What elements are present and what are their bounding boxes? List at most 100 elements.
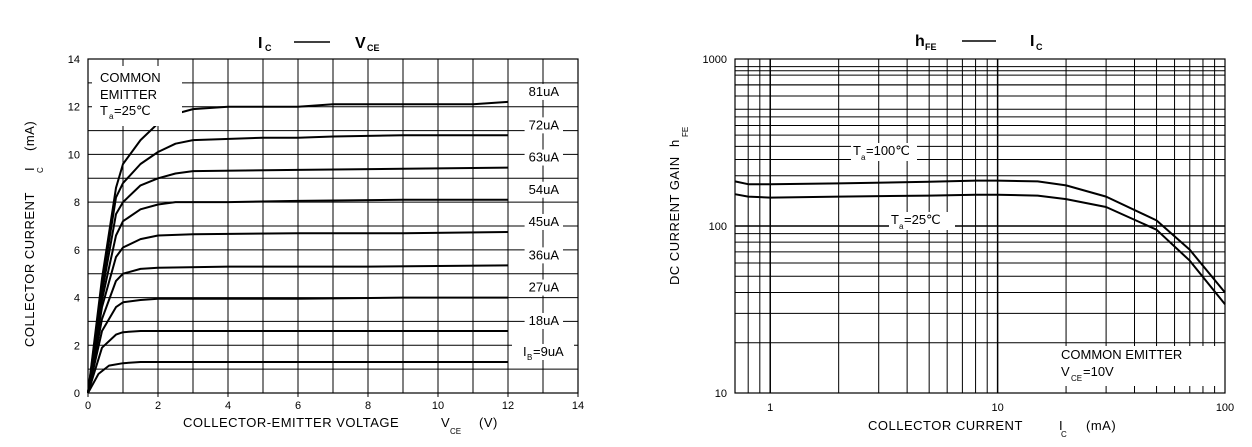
ic-vce-title-right: V — [355, 35, 366, 52]
ic-vce-x-tick-label: 4 — [225, 400, 231, 412]
hfe-ic-title-right-sub: C — [1036, 42, 1043, 52]
ic-vce-series-36uA — [87, 264, 509, 394]
ic-vce-y-tick-label: 4 — [74, 293, 80, 305]
ic-vce-series-18uA — [87, 330, 508, 394]
hfe-ic-series-label: =25℃ — [904, 212, 941, 227]
ic-vce-annotation-bg — [92, 66, 182, 126]
hfe-ic-annotation-line1: COMMON EMITTER — [1061, 347, 1182, 362]
hfe-ic-plot-frame — [734, 58, 1226, 394]
ic-vce-xlabel-unit: (V) — [479, 415, 498, 430]
hfe-ic-x-ticks: 1 10 100 — [767, 402, 1234, 414]
hfe-ic-xlabel-unit: (mA) — [1086, 418, 1116, 433]
hfe-ic-xlabel: COLLECTOR CURRENT — [868, 418, 1023, 433]
ic-vce-series-label: 27uA — [529, 280, 560, 295]
ic-vce-y-tick-label: 6 — [74, 245, 80, 257]
ic-vce-series-63uA — [87, 166, 509, 394]
ic-vce-series-label-bg — [524, 312, 563, 329]
ic-vce-annotation-line3-sym: T — [100, 103, 108, 118]
ic-vce-series-label-bg — [524, 213, 563, 230]
ic-vce-series-label: 45uA — [529, 214, 560, 229]
hfe-ic-series-label-bg — [851, 143, 917, 161]
hfe-ic-series-label-sym: T — [891, 212, 899, 227]
ic-vce-series-label: 18uA — [529, 313, 560, 328]
hfe-ic-series-label-sub: a — [861, 153, 866, 162]
ic-vce-annotation-line1: COMMON — [100, 70, 161, 85]
hfe-ic-title-left: h — [915, 33, 925, 50]
ic-vce-annotation-line2: EMITTER — [100, 87, 157, 102]
hfe-ic-series-1 — [734, 193, 1226, 305]
hfe-ic-series-label-bg — [889, 212, 955, 230]
ic-vce-series-54uA — [87, 198, 508, 394]
ic-vce-x-tick-label: 10 — [432, 400, 444, 412]
hfe-ic-y-tick-label: 1000 — [703, 54, 727, 66]
ic-vce-series-81uA — [87, 100, 509, 394]
ic-vce-y-tick-label: 14 — [68, 54, 80, 66]
ic-vce-y-tick-label: 2 — [74, 340, 80, 352]
ic-vce-x-tick-label: 12 — [502, 400, 514, 412]
ic-vce-series-label-bg — [524, 181, 563, 198]
hfe-ic-annotation-line2-rest: =10V — [1083, 364, 1114, 379]
ic-vce-y-tick-label: 12 — [68, 102, 80, 114]
hfe-ic-y-ticks: 10 100 1000 — [703, 54, 727, 400]
ic-vce-series-label-bg — [524, 117, 563, 134]
ic-vce-xlabel-sym: V — [441, 415, 450, 430]
hfe-ic-y-tick-label: 10 — [715, 388, 727, 400]
ic-vce-x-tick-label: 0 — [85, 400, 91, 412]
ic-vce-plot-frame — [87, 58, 579, 394]
ic-vce-x-tick-label: 2 — [155, 400, 161, 412]
hfe-ic-series-0 — [734, 179, 1226, 294]
ic-vce-series-72uA — [87, 134, 508, 394]
ic-vce-series-27uA — [87, 296, 508, 394]
ic-vce-series-label-sym: I — [523, 344, 527, 359]
ic-vce-series-label-bg — [524, 279, 563, 296]
hfe-ic-x-tick-label: 100 — [1216, 402, 1234, 414]
ic-vce-xlabel: COLLECTOR-EMITTER VOLTAGE — [183, 415, 399, 430]
hfe-ic-ylabel-sym: h — [667, 139, 682, 147]
ic-vce-ylabel: COLLECTOR CURRENT — [22, 192, 37, 347]
ic-vce-annotation-line3-sub: a — [109, 112, 114, 121]
hfe-ic-xlabel-sym: I — [1059, 418, 1063, 433]
hfe-ic-y-tick-label: 100 — [709, 221, 727, 233]
hfe-ic-annotation-bg — [1056, 346, 1216, 386]
hfe-ic-series-label: =100℃ — [866, 143, 910, 158]
ic-vce-xlabel-sub: CE — [450, 427, 461, 436]
ic-vce-chart: 0 2 4 6 8 10 12 14 0 2 4 6 8 10 12 14 81uA 72uA 63uA 54uA… — [22, 35, 584, 436]
ic-vce-x-tick-label: 8 — [365, 400, 371, 412]
ic-vce-series-label: 54uA — [529, 182, 560, 197]
hfe-ic-annotation-line2-sym: V — [1061, 364, 1070, 379]
ic-vce-x-tick-label: 14 — [572, 400, 584, 412]
ic-vce-title-left-sub: C — [265, 43, 272, 53]
ic-vce-series-label-bg — [524, 247, 563, 264]
hfe-ic-x-tick-label: 1 — [767, 402, 773, 414]
hfe-ic-series-label-sym: T — [853, 143, 861, 158]
ic-vce-series-45uA — [87, 231, 509, 394]
ic-vce-y-ticks: 0 2 4 6 8 10 12 14 — [68, 54, 80, 400]
ic-vce-series-label-bg — [524, 149, 563, 166]
hfe-ic-xlabel-sub: C — [1061, 430, 1067, 439]
ic-vce-y-tick-label: 0 — [74, 388, 80, 400]
ic-vce-ylabel-unit: (mA) — [22, 121, 37, 151]
hfe-ic-x-tick-label: 10 — [991, 402, 1003, 414]
hfe-ic-ylabel-sub: FE — [681, 127, 690, 137]
ic-vce-grid — [88, 58, 578, 394]
ic-vce-y-tick-label: 10 — [68, 149, 80, 161]
hfe-ic-ylabel: DC CURRENT GAIN — [667, 156, 682, 285]
ic-vce-series-label-sub: B — [527, 353, 532, 362]
ic-vce-series-label: 81uA — [529, 84, 560, 99]
ic-vce-series-label-bg — [512, 343, 574, 360]
ic-vce-ylabel-sub: C — [36, 167, 45, 173]
ic-vce-series-label-bg — [524, 83, 563, 100]
ic-vce-x-tick-label: 6 — [295, 400, 301, 412]
ic-vce-series-label: 72uA — [529, 117, 560, 132]
ic-vce-y-tick-label: 8 — [74, 197, 80, 209]
hfe-ic-grid — [735, 59, 1225, 393]
ic-vce-annotation-line3-rest: =25℃ — [114, 103, 151, 118]
hfe-ic-title-right: I — [1030, 33, 1034, 50]
ic-vce-x-ticks: 0 2 4 6 8 10 12 14 — [85, 393, 584, 412]
ic-vce-series-label: 63uA — [529, 150, 560, 165]
ic-vce-ylabel-sym: I — [22, 167, 37, 171]
